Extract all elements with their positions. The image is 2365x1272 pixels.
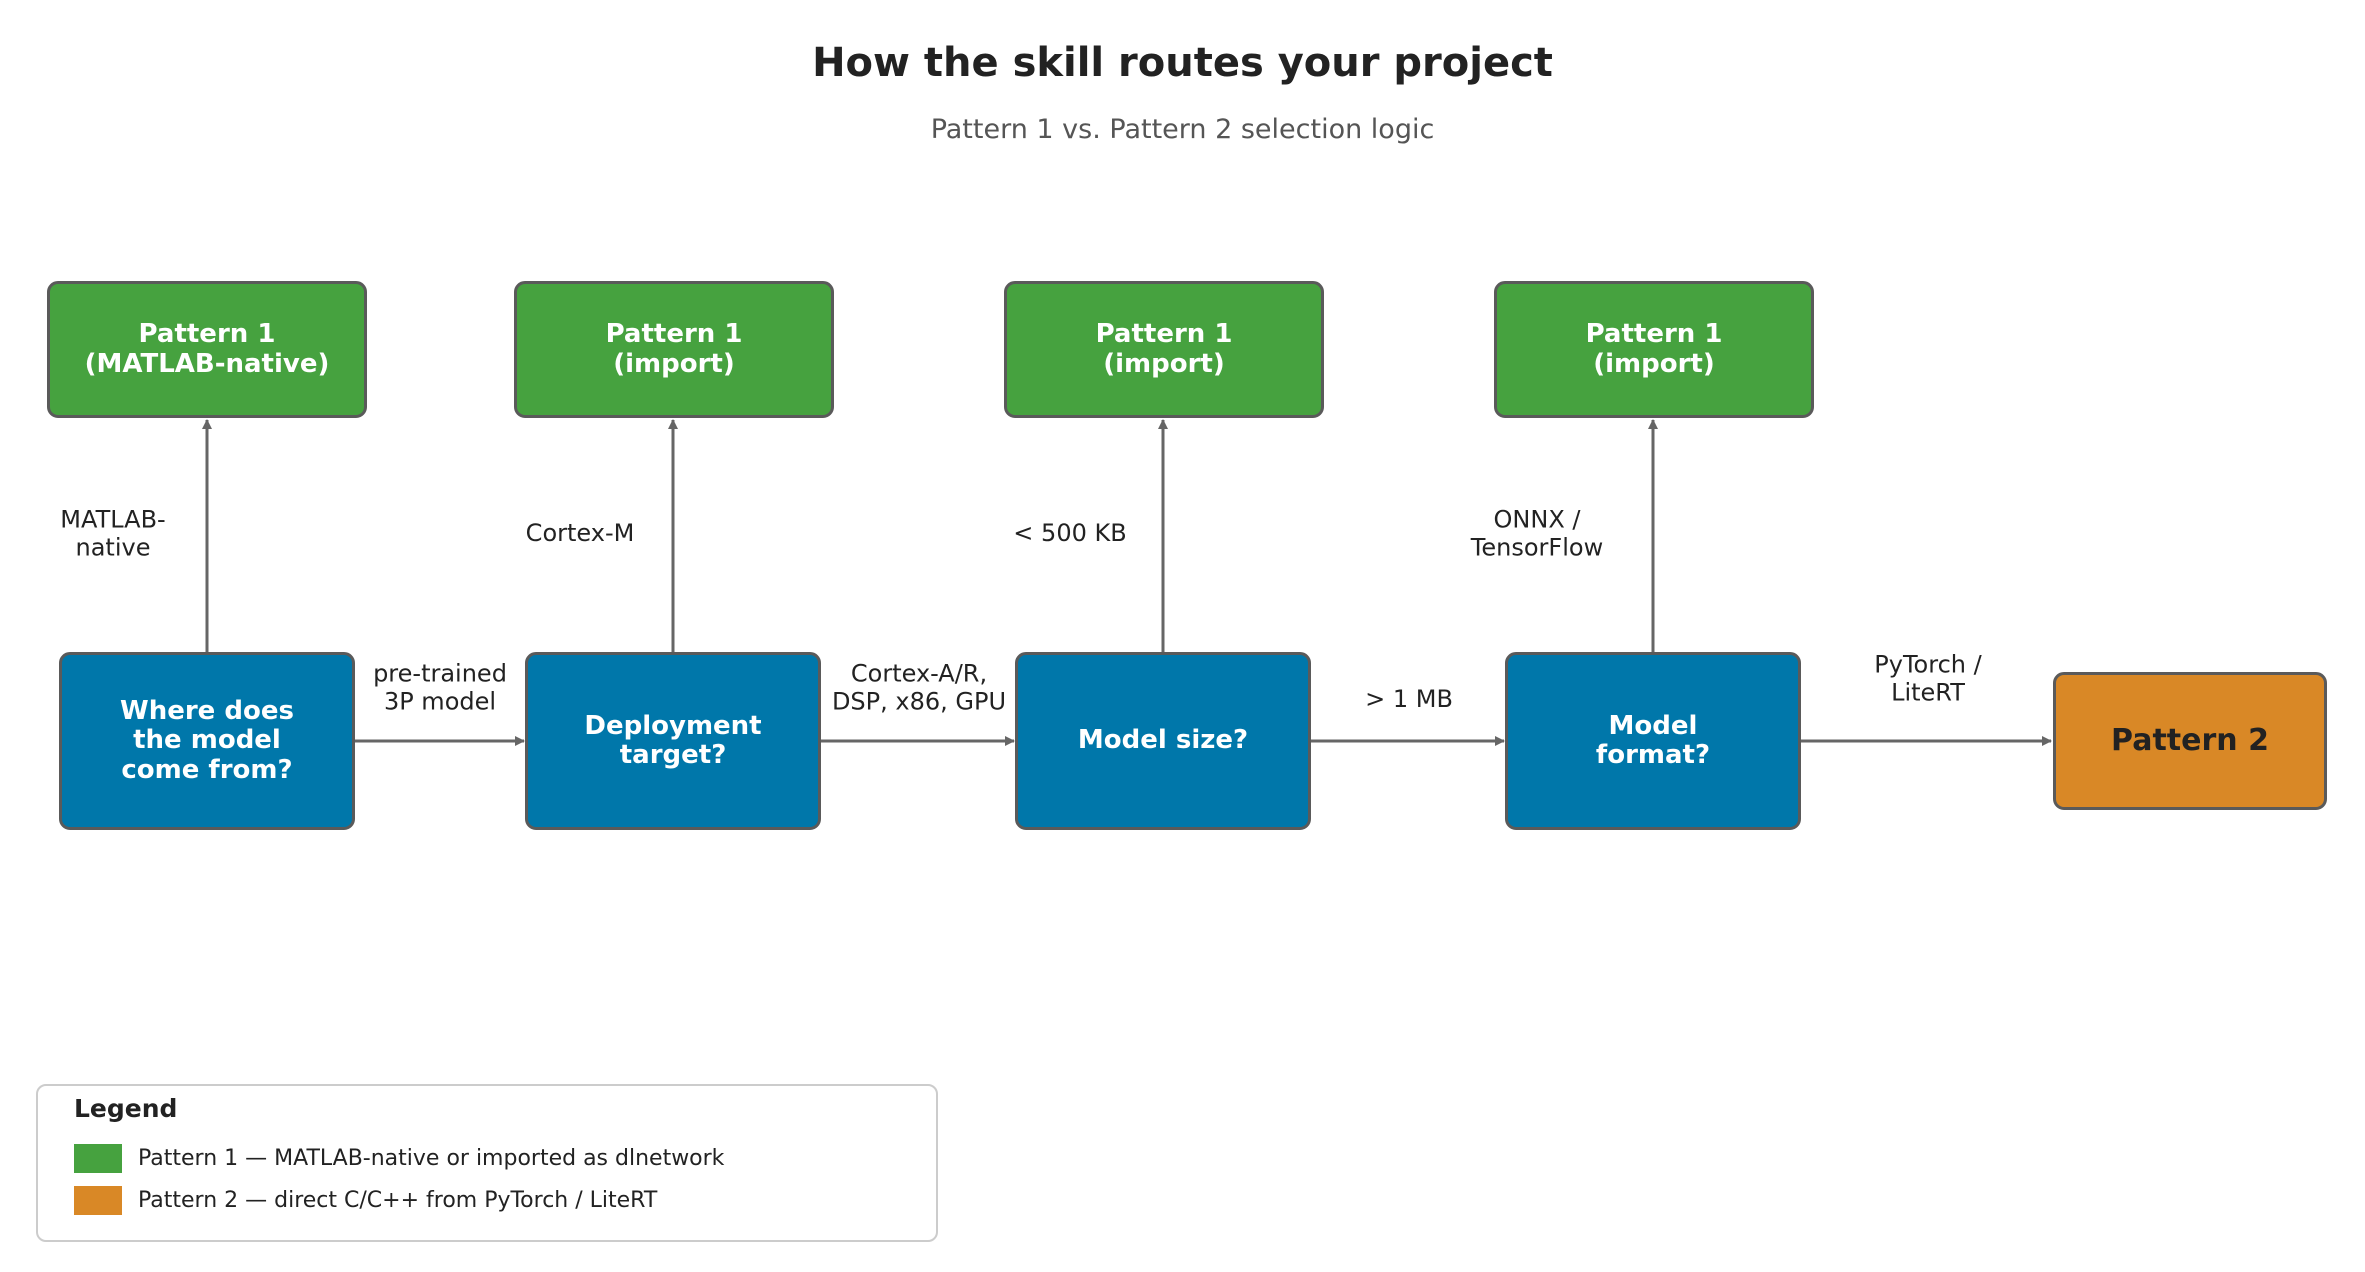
node-pattern2: Pattern 2	[2053, 672, 2327, 810]
node-deployment-target: Deployment target?	[525, 652, 821, 830]
legend: Legend Pattern 1 — MATLAB-native or impo…	[36, 1084, 938, 1242]
edge-label-under-500kb: < 500 KB	[1013, 519, 1127, 548]
edge-label-onnx-tensorflow: ONNX / TensorFlow	[1470, 505, 1604, 561]
legend-swatch-pattern1	[74, 1144, 122, 1173]
node-pattern1-import-target: Pattern 1 (import)	[514, 281, 834, 418]
legend-title: Legend	[74, 1094, 178, 1123]
node-model-source: Where does the model come from?	[59, 652, 355, 830]
edge-label-cortex-a-r: Cortex-A/R, DSP, x86, GPU	[831, 659, 1007, 715]
node-pattern1-import-format: Pattern 1 (import)	[1494, 281, 1814, 418]
legend-label-pattern1: Pattern 1 — MATLAB-native or imported as…	[138, 1146, 725, 1171]
legend-item-pattern2: Pattern 2 — direct C/C++ from PyTorch / …	[74, 1186, 657, 1215]
diagram-title: How the skill routes your project	[812, 40, 1553, 86]
node-model-size: Model size?	[1015, 652, 1311, 830]
edge-label-cortex-m: Cortex-M	[525, 519, 635, 548]
edge-label-pytorch-litert: PyTorch / LiteRT	[1874, 650, 1982, 706]
node-pattern1-import-size: Pattern 1 (import)	[1004, 281, 1324, 418]
node-pattern1-native: Pattern 1 (MATLAB-native)	[47, 281, 367, 418]
edge-label-over-1mb: > 1 MB	[1365, 685, 1453, 714]
edge-label-matlab-native: MATLAB- native	[60, 505, 166, 561]
edge-label-pretrained-3p: pre-trained 3P model	[373, 659, 507, 715]
legend-swatch-pattern2	[74, 1186, 122, 1215]
diagram-subtitle: Pattern 1 vs. Pattern 2 selection logic	[930, 114, 1435, 145]
legend-item-pattern1: Pattern 1 — MATLAB-native or imported as…	[74, 1144, 724, 1173]
node-model-format: Model format?	[1505, 652, 1801, 830]
legend-label-pattern2: Pattern 2 — direct C/C++ from PyTorch / …	[138, 1188, 658, 1213]
